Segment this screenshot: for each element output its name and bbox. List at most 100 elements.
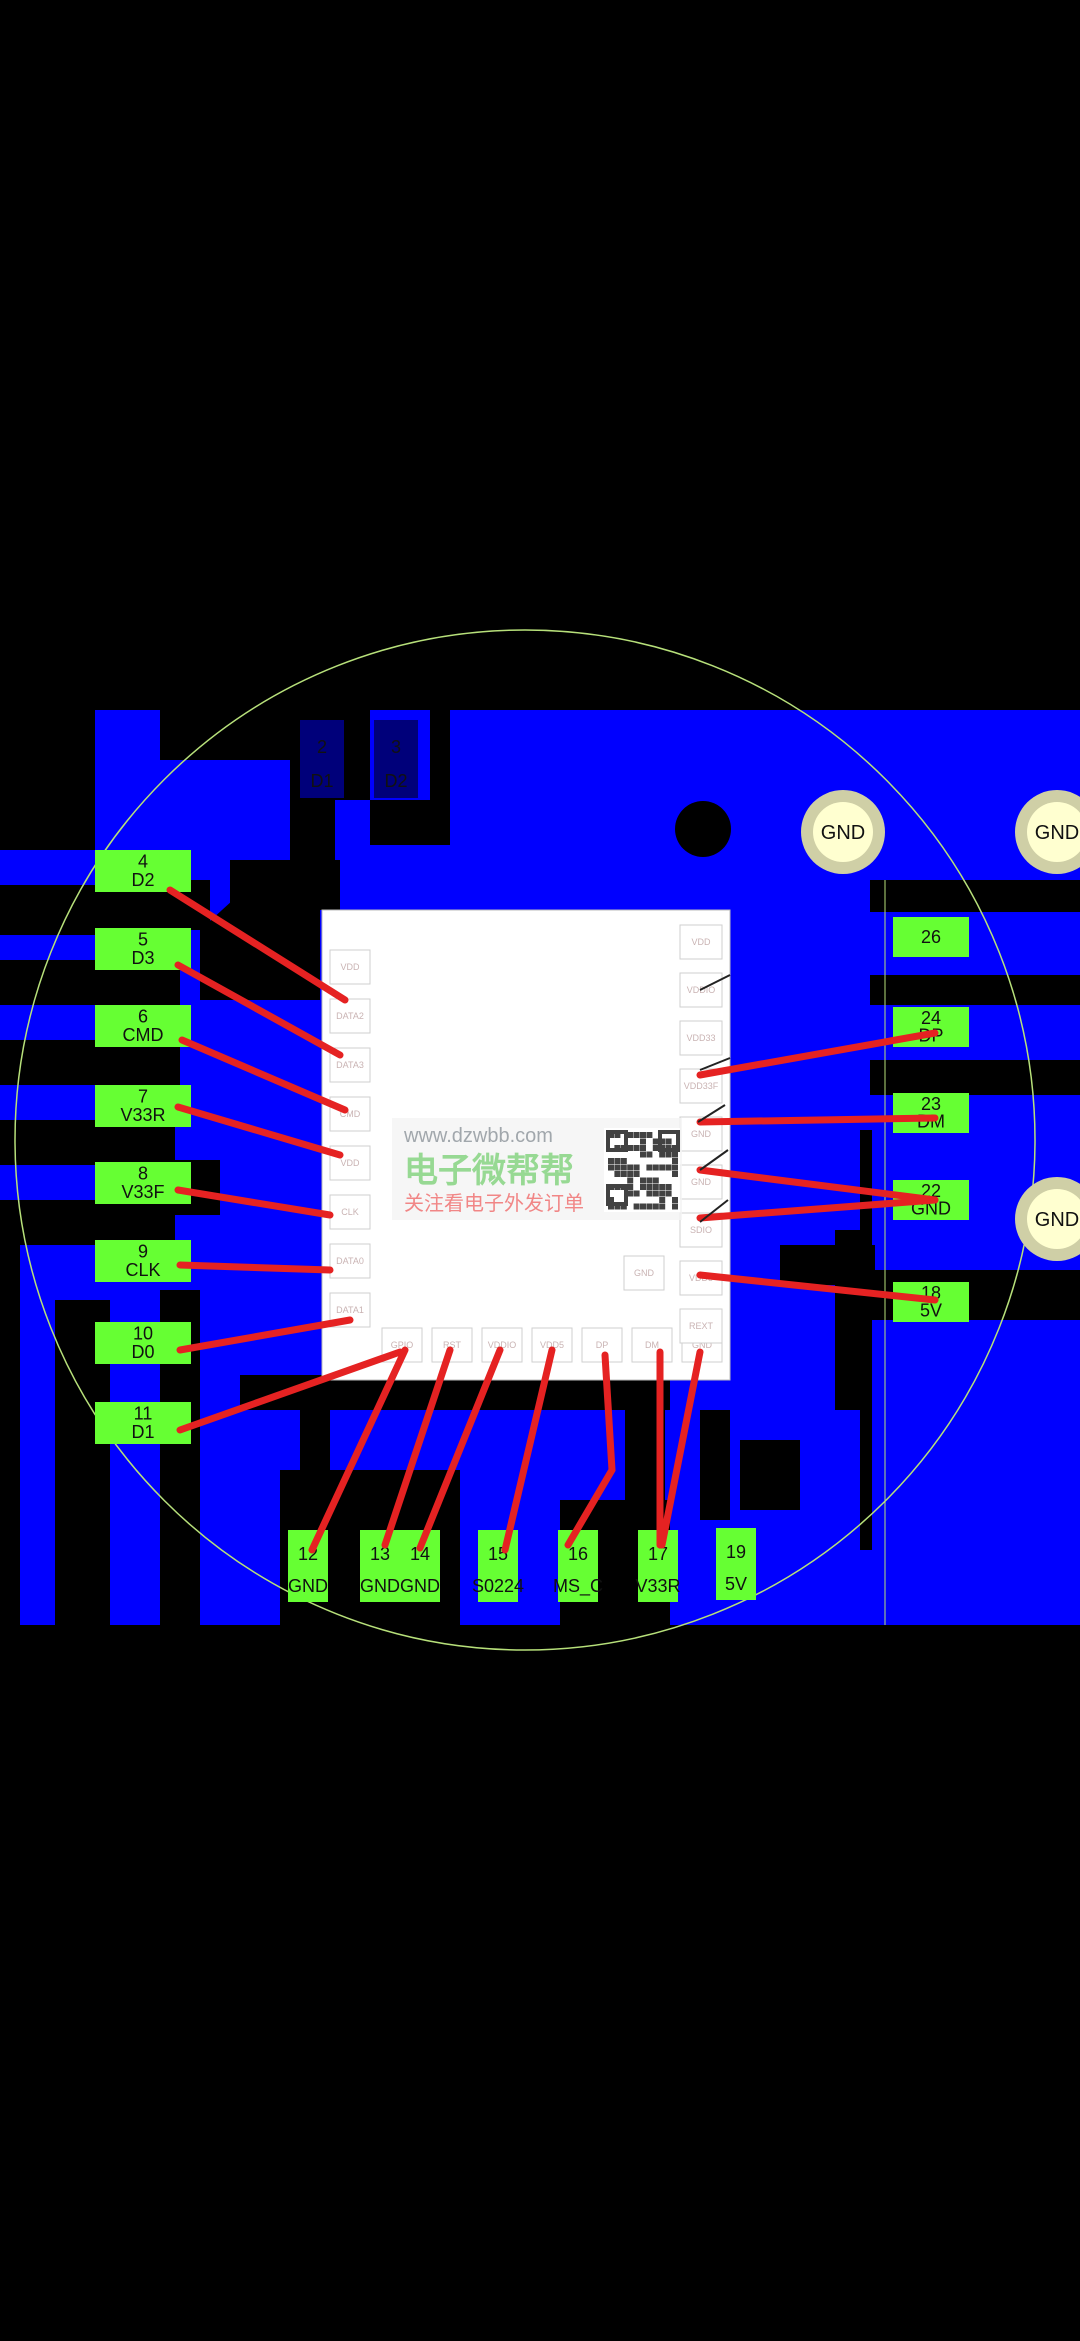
trace-line <box>696 1271 939 1304</box>
qr-cell <box>652 1203 659 1210</box>
pad-label: V33R <box>635 1576 680 1596</box>
pad-11-shape <box>95 1402 191 1444</box>
qr-cell <box>633 1145 640 1151</box>
ic-pin: VDD <box>679 924 723 960</box>
qr-cell <box>627 1132 634 1138</box>
ic-pin-label: CLK <box>341 1207 359 1217</box>
pad-19: 19 5V <box>716 1528 756 1600</box>
qr-code-icon <box>604 1128 680 1212</box>
qr-cell <box>646 1190 653 1197</box>
pad-10-shape <box>95 1322 191 1364</box>
pad-4: 4D2 <box>95 850 191 892</box>
pin-marker <box>697 1104 726 1123</box>
trace-line <box>176 1261 334 1274</box>
ic-pin-label: VDD <box>340 1158 360 1168</box>
pad-label: S0224 <box>472 1576 524 1596</box>
pad-6-shape <box>95 1005 191 1047</box>
ic-pin-pad <box>679 924 723 960</box>
pin-marker <box>699 1199 729 1223</box>
pad-number: 13 <box>370 1544 390 1564</box>
pad-number: 24 <box>921 1008 941 1028</box>
pad-label: MS_C <box>553 1576 603 1597</box>
trace-line <box>501 1346 556 1554</box>
qr-cell <box>640 1151 646 1158</box>
ic-pin: RST <box>431 1327 473 1363</box>
pad-number: 26 <box>921 927 941 947</box>
trace-line <box>696 1166 939 1204</box>
qr-cell <box>672 1164 678 1171</box>
ghost-pad-2-shape <box>300 720 344 798</box>
pad-label: D1 <box>310 771 333 791</box>
ic-pin-label: GND <box>691 1129 712 1139</box>
pin-markers <box>697 974 731 1223</box>
pad-number: 2 <box>317 737 327 757</box>
pad-label: D2 <box>384 771 407 791</box>
trace-line <box>381 1346 454 1549</box>
qr-cell <box>665 1138 672 1145</box>
pin-marker <box>699 1057 731 1071</box>
ic-pin: GND <box>623 1255 665 1291</box>
trace-line <box>308 1346 409 1554</box>
qr-cell <box>652 1145 659 1151</box>
qr-cell <box>633 1171 640 1177</box>
ic-pin: VDDIO <box>481 1327 523 1363</box>
qr-cell <box>672 1158 678 1164</box>
qr-finder <box>606 1130 628 1152</box>
watermark-title: 电子微帮帮 <box>404 1152 574 1190</box>
gnd-via-center <box>1027 1189 1080 1249</box>
pad-number: 9 <box>138 1242 148 1262</box>
qr-cell <box>608 1164 614 1171</box>
ic-pin-label: DATA0 <box>336 1256 364 1266</box>
qr-cell <box>646 1164 653 1171</box>
qr-cell <box>640 1138 646 1145</box>
pad-5-shape <box>95 928 191 970</box>
pad-number: 10 <box>133 1324 153 1344</box>
qr-cell <box>640 1203 646 1210</box>
qr-cell <box>614 1132 621 1138</box>
qr-cell <box>652 1164 659 1171</box>
qr-cell <box>620 1203 627 1210</box>
ic-pin-label: VDD33F <box>684 1081 719 1091</box>
qr-cell <box>627 1184 634 1190</box>
qr-cell <box>672 1197 678 1203</box>
ghost-pads: 2D1 3D2 <box>300 720 418 798</box>
ic-pin-label: DATA1 <box>336 1305 364 1315</box>
pad-number: 19 <box>726 1542 746 1562</box>
ic-pin-pad <box>329 1243 371 1279</box>
trace-line <box>166 886 349 1004</box>
trace-line <box>174 1186 334 1219</box>
ghost-pad-3: 3D2 <box>374 720 418 798</box>
qr-cell <box>627 1171 634 1177</box>
pad-26-shape <box>893 917 969 957</box>
copper-clearances <box>0 710 1080 2336</box>
qr-cell <box>659 1190 666 1197</box>
pad-26: 26 <box>893 917 969 957</box>
trace-line <box>176 1316 354 1354</box>
pad-23-shape <box>893 1093 969 1133</box>
pad-label: D0 <box>131 1342 154 1362</box>
qr-cell <box>640 1145 646 1151</box>
ic-pin-label: DATA2 <box>336 1011 364 1021</box>
ghost-pad-2: 2D1 <box>300 720 344 798</box>
gnd-via-label: GND <box>1035 1209 1079 1231</box>
pad-number: 16 <box>568 1544 588 1564</box>
pad-label: 5V <box>725 1574 747 1594</box>
gnd-via-center <box>813 802 873 862</box>
qr-cell <box>672 1171 678 1177</box>
trace-line <box>416 1346 504 1552</box>
ic-pin: VDD <box>329 949 371 985</box>
pad-number: 4 <box>138 852 148 872</box>
board-outline <box>14 629 1036 1651</box>
qr-cell <box>659 1197 666 1203</box>
pad-number: 23 <box>921 1094 941 1114</box>
qr-cell <box>665 1184 672 1190</box>
qr-cell <box>608 1132 614 1138</box>
watermark-url: www.dzwbb.com <box>403 1125 553 1147</box>
trace-line <box>176 1348 404 1434</box>
pad-number: 5 <box>138 930 148 950</box>
ic-pin-label: SDIO <box>690 1225 712 1235</box>
